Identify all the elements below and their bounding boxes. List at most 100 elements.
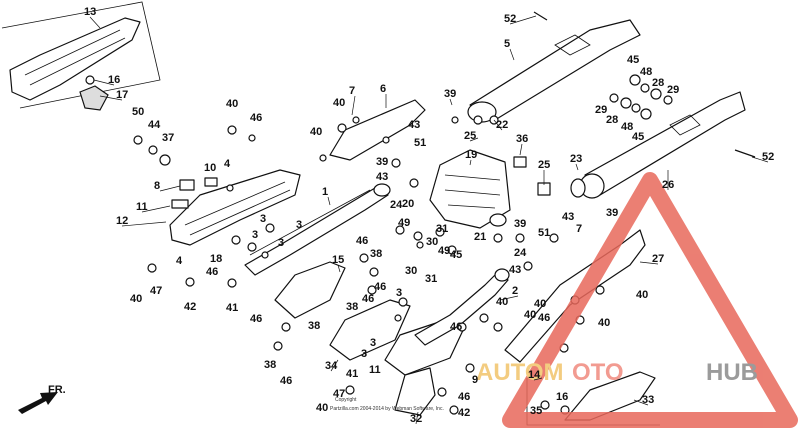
muffler-26-bracket bbox=[669, 114, 701, 136]
callout-5: 5 bbox=[504, 38, 510, 50]
callout-29: 29 bbox=[667, 84, 679, 96]
callout-46: 46 bbox=[356, 235, 368, 247]
callout-46: 46 bbox=[374, 281, 386, 293]
front-direction-arrow: FR. bbox=[18, 384, 66, 414]
exhaust-pipe-1-tube bbox=[244, 184, 389, 276]
callout-3: 3 bbox=[361, 348, 367, 360]
callout-46: 46 bbox=[458, 391, 470, 403]
leader-line-13 bbox=[89, 16, 101, 29]
callout-21: 21 bbox=[474, 231, 486, 243]
callout-29: 29 bbox=[595, 104, 607, 116]
callout-45: 45 bbox=[450, 249, 462, 261]
leader-line-23 bbox=[575, 163, 579, 171]
bolt-52a bbox=[533, 11, 548, 21]
watermark-text-hub: HUB bbox=[706, 359, 758, 386]
callout-43: 43 bbox=[562, 211, 574, 223]
shield-32 bbox=[394, 367, 436, 416]
callout-52: 52 bbox=[762, 151, 774, 163]
callout-49: 49 bbox=[438, 245, 450, 257]
washer-stack-right bbox=[609, 74, 673, 120]
callout-3: 3 bbox=[260, 213, 266, 225]
leader-line-19 bbox=[469, 159, 472, 166]
callout-20: 20 bbox=[402, 198, 414, 210]
leader-line-36 bbox=[519, 143, 523, 156]
callout-3: 3 bbox=[278, 237, 284, 249]
callout-42: 42 bbox=[184, 301, 196, 313]
callout-19: 19 bbox=[465, 149, 477, 161]
damper-8 bbox=[179, 179, 195, 191]
leader-line-32 bbox=[415, 411, 419, 425]
callout-46: 46 bbox=[362, 293, 374, 305]
callout-2: 2 bbox=[512, 285, 518, 297]
rubber-36 bbox=[513, 156, 527, 168]
callout-40: 40 bbox=[534, 298, 546, 310]
callout-40: 40 bbox=[333, 97, 345, 109]
leader-line-2 bbox=[499, 295, 519, 301]
callout-40: 40 bbox=[226, 98, 238, 110]
callout-28: 28 bbox=[606, 114, 618, 126]
callout-41: 41 bbox=[226, 302, 238, 314]
callout-40: 40 bbox=[598, 317, 610, 329]
callout-24: 24 bbox=[390, 199, 403, 211]
leader-line-52 bbox=[509, 15, 537, 25]
callout-50: 50 bbox=[132, 106, 144, 118]
callout-48: 48 bbox=[640, 66, 652, 78]
leader-line-33 bbox=[633, 399, 649, 406]
leader-line-25 bbox=[469, 137, 479, 142]
watermark: AUTOM OTO HUB bbox=[476, 172, 798, 428]
callout-46: 46 bbox=[538, 312, 550, 324]
callout-46: 46 bbox=[280, 375, 292, 387]
callout-40: 40 bbox=[636, 289, 648, 301]
copyright-line-1: Copyright bbox=[335, 397, 357, 403]
callout-30: 30 bbox=[426, 236, 438, 248]
callout-28: 28 bbox=[652, 77, 664, 89]
callout-40: 40 bbox=[316, 402, 328, 414]
callout-27: 27 bbox=[652, 253, 664, 265]
muffler-5 bbox=[467, 11, 641, 123]
callout-18: 18 bbox=[210, 253, 222, 265]
watermark-triangle bbox=[502, 172, 798, 428]
callout-39: 39 bbox=[376, 156, 388, 168]
callout-44: 44 bbox=[148, 119, 161, 131]
callout-46: 46 bbox=[250, 313, 262, 325]
leader-line-22 bbox=[493, 119, 503, 131]
callout-23: 23 bbox=[570, 153, 582, 165]
bracket-17 bbox=[79, 85, 109, 111]
callout-7: 7 bbox=[349, 85, 355, 97]
exhaust-pipe-1-seam bbox=[249, 189, 371, 256]
bolt-52b bbox=[734, 149, 756, 158]
exhaust-pipe-2 bbox=[414, 268, 510, 346]
lower-shields bbox=[274, 261, 466, 416]
watermark-text-moto: OTO bbox=[572, 359, 624, 386]
bracket-6 bbox=[319, 99, 426, 162]
part-13-inset bbox=[1, 1, 161, 111]
leader-line-5 bbox=[509, 48, 515, 61]
callout-4: 4 bbox=[176, 255, 183, 267]
callout-32: 32 bbox=[410, 413, 422, 425]
callout-4: 4 bbox=[224, 158, 231, 170]
callout-11: 11 bbox=[369, 364, 381, 376]
callout-1: 1 bbox=[322, 186, 328, 198]
callout-6: 6 bbox=[380, 83, 386, 95]
callout-43: 43 bbox=[509, 264, 521, 276]
leader-line-39 bbox=[449, 98, 453, 106]
callout-38: 38 bbox=[346, 301, 358, 313]
leader-line-11 bbox=[141, 205, 171, 213]
callout-43: 43 bbox=[408, 119, 420, 131]
callout-16: 16 bbox=[108, 74, 120, 86]
callout-39: 39 bbox=[606, 207, 618, 219]
callout-25: 25 bbox=[538, 159, 550, 171]
callout-33: 33 bbox=[642, 394, 654, 406]
callout-46: 46 bbox=[250, 112, 262, 124]
callout-51: 51 bbox=[414, 137, 426, 149]
callout-47: 47 bbox=[333, 388, 345, 400]
shield-15 bbox=[274, 261, 346, 319]
callout-3: 3 bbox=[370, 337, 376, 349]
shield-34 bbox=[329, 299, 411, 361]
leader-line-15 bbox=[337, 264, 341, 273]
callout-46: 46 bbox=[206, 266, 218, 278]
leader-line-16 bbox=[93, 79, 115, 86]
chamber-19-ribs bbox=[444, 174, 501, 209]
callout-22: 22 bbox=[496, 119, 508, 131]
